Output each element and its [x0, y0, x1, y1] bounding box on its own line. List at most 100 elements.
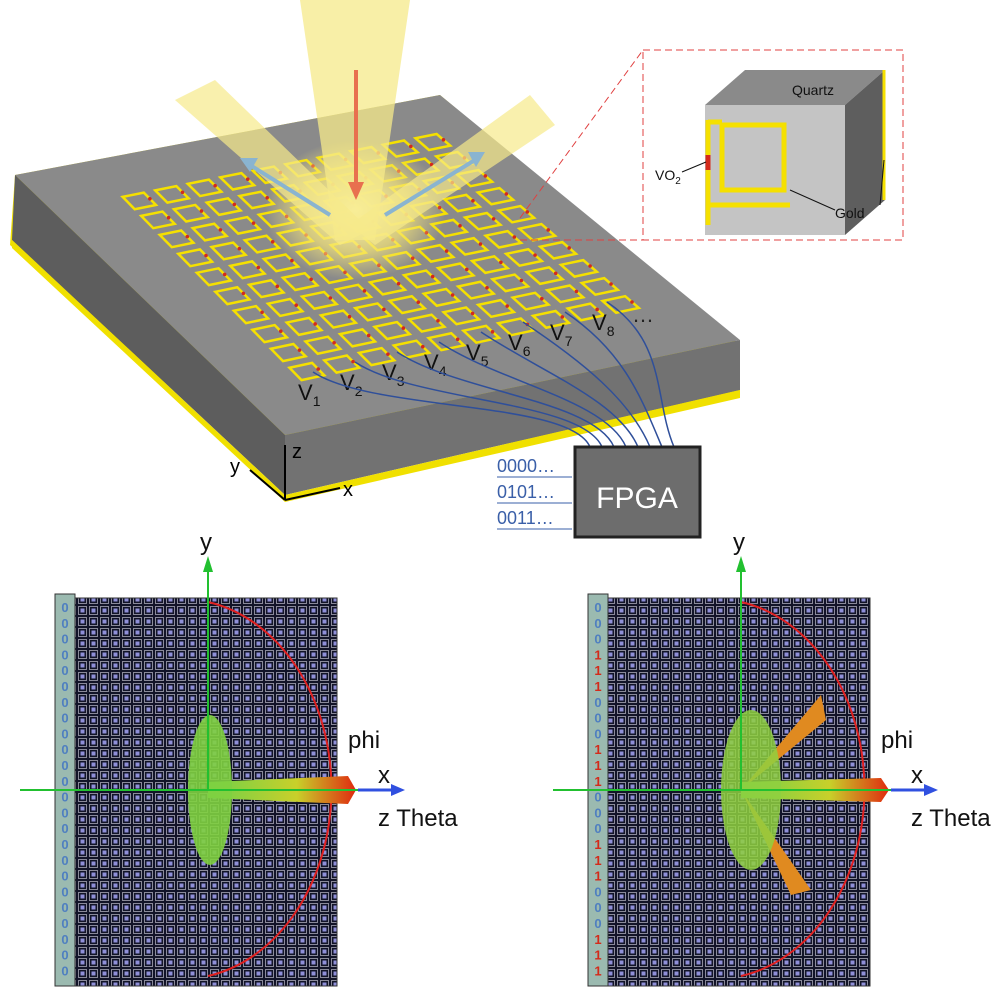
- vo2-switch: [458, 224, 462, 228]
- vo2-switch: [416, 300, 421, 305]
- wire: [480, 331, 639, 448]
- control-wires: [312, 301, 675, 448]
- quartz-label: Quartz: [792, 82, 834, 98]
- unit-cell: [185, 178, 224, 198]
- unit-cell: [428, 218, 470, 238]
- unit-cell: [391, 339, 432, 359]
- coding-bit: 0: [61, 742, 68, 757]
- coding-bit: 0: [61, 774, 68, 789]
- vo2-switch: [166, 215, 171, 220]
- coding-bit: 0: [61, 679, 68, 694]
- voltage-label-4: V4: [424, 350, 447, 379]
- wire: [354, 361, 603, 448]
- unit-cell: [386, 294, 428, 315]
- coding-bit: 0: [594, 695, 601, 710]
- vo2-switch: [297, 348, 302, 352]
- coding-bit: 1: [594, 774, 601, 789]
- coding-bit: 1: [594, 742, 601, 757]
- phi-label: phi: [881, 727, 913, 754]
- unit-cell: [462, 211, 504, 231]
- vo2-switch: [525, 210, 530, 214]
- unit-cell: [190, 222, 230, 242]
- z-theta-label: z Theta: [378, 805, 458, 832]
- vo2-switch: [588, 264, 592, 268]
- x-axis-label: x: [378, 762, 390, 789]
- unit-cell: [209, 241, 249, 261]
- vo2-switch: [574, 289, 579, 294]
- unit-cell: [441, 193, 483, 213]
- vo2-switch: [204, 253, 208, 258]
- vo2-switch: [386, 352, 390, 356]
- vo2-switch: [251, 221, 256, 225]
- light-beams: [175, 0, 555, 280]
- vo2-switch: [328, 296, 333, 300]
- coding-bit: 0: [61, 916, 68, 931]
- unit-cell: [435, 262, 477, 282]
- wire: [606, 301, 675, 448]
- unit-cell: [242, 234, 282, 254]
- coding-bit: 0: [61, 711, 68, 726]
- unit-cell: [302, 335, 343, 356]
- code-2: 0101…: [497, 482, 555, 502]
- z-theta-label: z Theta: [911, 805, 991, 832]
- vo2-switch: [533, 253, 537, 257]
- unit-cell: [120, 191, 159, 211]
- unit-cell: [204, 196, 244, 217]
- coding-bit: 0: [594, 790, 601, 805]
- vo2-switch: [256, 265, 261, 270]
- vo2-switch: [366, 333, 371, 338]
- coding-bit: 0: [594, 884, 601, 899]
- y-axis-label: y: [200, 529, 212, 556]
- unit-cell: [503, 247, 545, 268]
- coding-bit: 1: [594, 853, 601, 868]
- z-arrow-icon: [391, 784, 405, 796]
- y-axis-label: y: [733, 529, 745, 556]
- unit-cell-inset: Quartz VO2 Gold: [519, 49, 904, 241]
- vo2-switch: [430, 274, 435, 279]
- unit-cell: [171, 203, 211, 223]
- vo2-switch: [470, 311, 475, 316]
- unit-cell: [280, 271, 320, 292]
- vo2-switch: [347, 314, 352, 319]
- vo2-switch: [232, 202, 237, 207]
- wire: [438, 341, 627, 448]
- vo2-switch: [499, 260, 503, 265]
- coding-bit: 0: [594, 632, 601, 647]
- vo2-switch: [464, 267, 469, 272]
- coding-bit: 1: [594, 948, 601, 963]
- vo2-switch: [199, 209, 204, 213]
- coding-bit: 0: [61, 932, 68, 947]
- unit-cell: [299, 290, 340, 311]
- unit-cell: [599, 294, 642, 315]
- coding-bit: 0: [61, 821, 68, 836]
- wire: [312, 371, 591, 448]
- coding-bit: 0: [61, 900, 68, 915]
- voltage-label-8: V8: [592, 310, 615, 339]
- vo2-switch: [519, 278, 524, 283]
- unit-cell: [372, 320, 413, 341]
- vo2-switch: [260, 310, 264, 315]
- unit-cell: [249, 323, 290, 344]
- vo2-switch: [512, 235, 517, 239]
- coding-bit: 0: [61, 616, 68, 631]
- unit-cell: [223, 215, 263, 235]
- wire: [396, 351, 615, 448]
- unit-cell: [537, 240, 579, 260]
- fpga-chip: FPGA: [573, 445, 702, 539]
- unit-cell: [460, 324, 502, 345]
- coding-bit: 0: [61, 884, 68, 899]
- coding-bit: 0: [61, 663, 68, 678]
- vo2-switch: [630, 300, 634, 304]
- coding-bit: 0: [594, 900, 601, 915]
- unit-cell: [175, 248, 215, 268]
- vo2-switch: [316, 367, 320, 371]
- unit-cell: [406, 313, 447, 333]
- vo2-switch: [560, 315, 565, 319]
- unit-cell: [268, 342, 309, 363]
- unit-cell: [265, 297, 305, 318]
- unit-cell: [475, 186, 516, 206]
- coding-bit: 0: [61, 790, 68, 805]
- coding-bit: 0: [61, 805, 68, 820]
